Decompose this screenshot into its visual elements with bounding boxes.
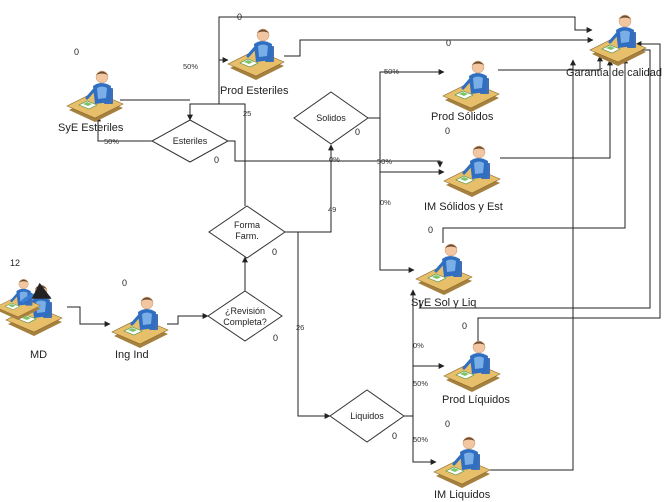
garantia-worker-icon bbox=[590, 15, 646, 66]
edge-label-to-liquidos: 26 bbox=[296, 323, 304, 332]
node-sye-esteriles-count: 0 bbox=[74, 47, 79, 57]
edge-label-sol-sye: 0% bbox=[380, 198, 391, 207]
node-prod-liquidos[interactable]: 0 Prod Líquidos bbox=[442, 321, 510, 406]
decision-revision[interactable]: ¿Revisión Completa? 0 bbox=[208, 291, 282, 343]
decision-forma-line1: Forma bbox=[234, 220, 260, 230]
decision-forma-line2: Farm. bbox=[235, 231, 259, 241]
prod-liquidos-worker-icon bbox=[444, 341, 500, 392]
node-sye-esteriles[interactable]: 0 SyE Esteriles bbox=[58, 47, 124, 134]
edge-label-prodest-garantia: 0 bbox=[446, 38, 451, 48]
node-garantia-label: Garantía de calidad bbox=[566, 67, 662, 79]
node-garantia[interactable]: Garantía de calidad bbox=[566, 15, 662, 79]
decision-forma-count: 0 bbox=[272, 247, 277, 257]
im-solidos-worker-icon bbox=[444, 146, 500, 197]
ing-ind-worker-icon bbox=[112, 297, 168, 348]
node-prod-esteriles-label: Prod Esteriles bbox=[220, 85, 289, 97]
edge-label-sol-im: 50% bbox=[377, 157, 392, 166]
node-sye-sol-liq-count: 0 bbox=[428, 225, 433, 235]
edge-imliq-garantia bbox=[490, 60, 573, 470]
decision-esteriles-label: Esteriles bbox=[173, 136, 208, 146]
decision-liquidos-count: 0 bbox=[392, 431, 397, 441]
sye-esteriles-worker-icon bbox=[67, 71, 123, 122]
node-md-count: 12 bbox=[10, 258, 20, 268]
node-ing-ind-label: Ing Ind bbox=[115, 349, 149, 361]
decision-forma-farm[interactable]: Forma Farm. 0 bbox=[209, 206, 285, 258]
edge-prodest-garantia bbox=[284, 40, 593, 56]
node-im-solidos-label: IM Sólidos y Est bbox=[424, 201, 503, 213]
node-ing-ind-count: 0 bbox=[122, 278, 127, 288]
node-sye-sol-liq[interactable]: 0 SyE Sol y Liq bbox=[411, 225, 476, 309]
decision-revision-line1: ¿Revisión bbox=[225, 306, 265, 316]
edge-label-to-solidos: 49 bbox=[328, 205, 336, 214]
sye-sol-liq-worker-icon bbox=[416, 244, 472, 295]
decision-esteriles-count: 0 bbox=[214, 155, 219, 165]
edge-sol-sye bbox=[380, 172, 414, 270]
edge-prodliq-garantia bbox=[478, 44, 660, 352]
edge-label-sye-est-pct: 50% bbox=[104, 137, 119, 146]
node-sye-sol-liq-label: SyE Sol y Liq bbox=[411, 297, 476, 309]
node-ing-ind[interactable]: 0 Ing Ind bbox=[112, 278, 168, 361]
decision-revision-line2: Completa? bbox=[223, 317, 267, 327]
node-prod-solidos-count: 0 bbox=[445, 126, 450, 136]
edge-label-top: 0 bbox=[237, 12, 242, 22]
decision-solidos[interactable]: Solidos 0 bbox=[294, 92, 368, 144]
edge-ing-rev bbox=[167, 316, 208, 324]
node-im-solidos[interactable]: IM Sólidos y Est bbox=[424, 146, 503, 213]
node-im-liquidos[interactable]: 0 IM Liquidos bbox=[434, 419, 491, 501]
edge-md-ing bbox=[67, 307, 110, 324]
node-prod-esteriles[interactable]: Prod Esteriles bbox=[220, 29, 289, 97]
edge-label-liq-im: 50% bbox=[413, 435, 428, 444]
node-prod-liquidos-count: 0 bbox=[462, 321, 467, 331]
edge-label-sol-prod: 50% bbox=[384, 67, 399, 76]
node-im-liquidos-label: IM Liquidos bbox=[434, 489, 491, 501]
decision-solidos-label: Solidos bbox=[316, 113, 346, 123]
prod-solidos-worker-icon bbox=[443, 61, 499, 112]
node-md[interactable]: 12 MD bbox=[0, 258, 62, 361]
node-md-label: MD bbox=[30, 349, 47, 361]
edge-forma-liquidos bbox=[285, 232, 330, 416]
edge-label-prod-est-pct: 50% bbox=[183, 62, 198, 71]
edge-label-liq-sye: 0% bbox=[413, 341, 424, 350]
edge-label-liq-prod: 50% bbox=[413, 379, 428, 388]
node-sye-esteriles-label: SyE Esteriles bbox=[58, 122, 124, 134]
node-prod-liquidos-label: Prod Líquidos bbox=[442, 394, 510, 406]
edge-top-garantia bbox=[219, 17, 592, 60]
im-liquidos-worker-icon bbox=[434, 437, 490, 488]
decision-liquidos-label: Liquidos bbox=[350, 411, 384, 421]
decision-esteriles[interactable]: Esteriles 0 bbox=[152, 120, 228, 165]
edge-forma-solidos bbox=[285, 145, 331, 232]
decision-revision-count: 0 bbox=[273, 333, 278, 343]
edge-label-esteriles-bypass: 0% bbox=[329, 155, 340, 164]
node-prod-solidos-label: Prod Sólidos bbox=[431, 111, 494, 123]
edge-label-to-esteriles: 25 bbox=[243, 109, 251, 118]
decision-solidos-count: 0 bbox=[355, 127, 360, 137]
node-im-liquidos-count: 0 bbox=[445, 419, 450, 429]
edge-liq-prod bbox=[413, 366, 444, 416]
decision-liquidos[interactable]: Liquidos 0 bbox=[330, 390, 404, 442]
prod-esteriles-worker-icon bbox=[228, 29, 284, 80]
